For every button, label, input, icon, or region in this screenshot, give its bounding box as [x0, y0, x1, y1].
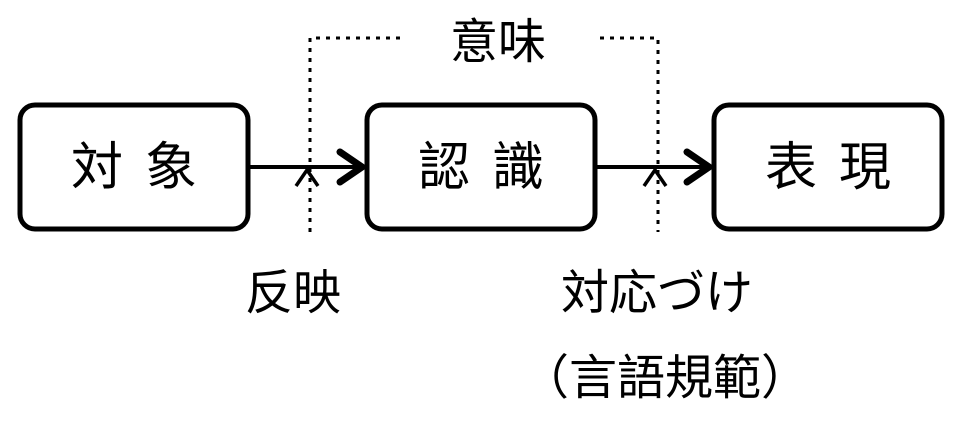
box-expression: 表現 — [711, 102, 945, 232]
linguistic-norm-label: （言語規範） — [521, 350, 809, 406]
box-recognition: 認識 — [364, 102, 598, 232]
correspondence-caret-icon — [642, 166, 668, 187]
arrow-head-icon — [336, 148, 366, 186]
meaning-bracket-left — [308, 36, 402, 232]
box-recognition-label: 認識 — [418, 138, 566, 198]
arrow-head-icon — [683, 148, 713, 186]
meaning-bracket — [308, 36, 660, 232]
arrow-recognition-to-expression — [597, 148, 713, 186]
reflection-caret-icon — [294, 166, 320, 187]
correspondence-label: 対応づけ — [561, 265, 753, 321]
arrow-object-to-recognition — [250, 148, 366, 186]
meaning-label: 意味 — [450, 14, 546, 70]
meaning-bracket-right — [600, 36, 660, 232]
reflection-label: 反映 — [245, 265, 341, 321]
box-object: 対象 — [17, 102, 251, 232]
box-object-label: 対象 — [71, 138, 219, 198]
box-expression-label: 表現 — [765, 138, 913, 198]
